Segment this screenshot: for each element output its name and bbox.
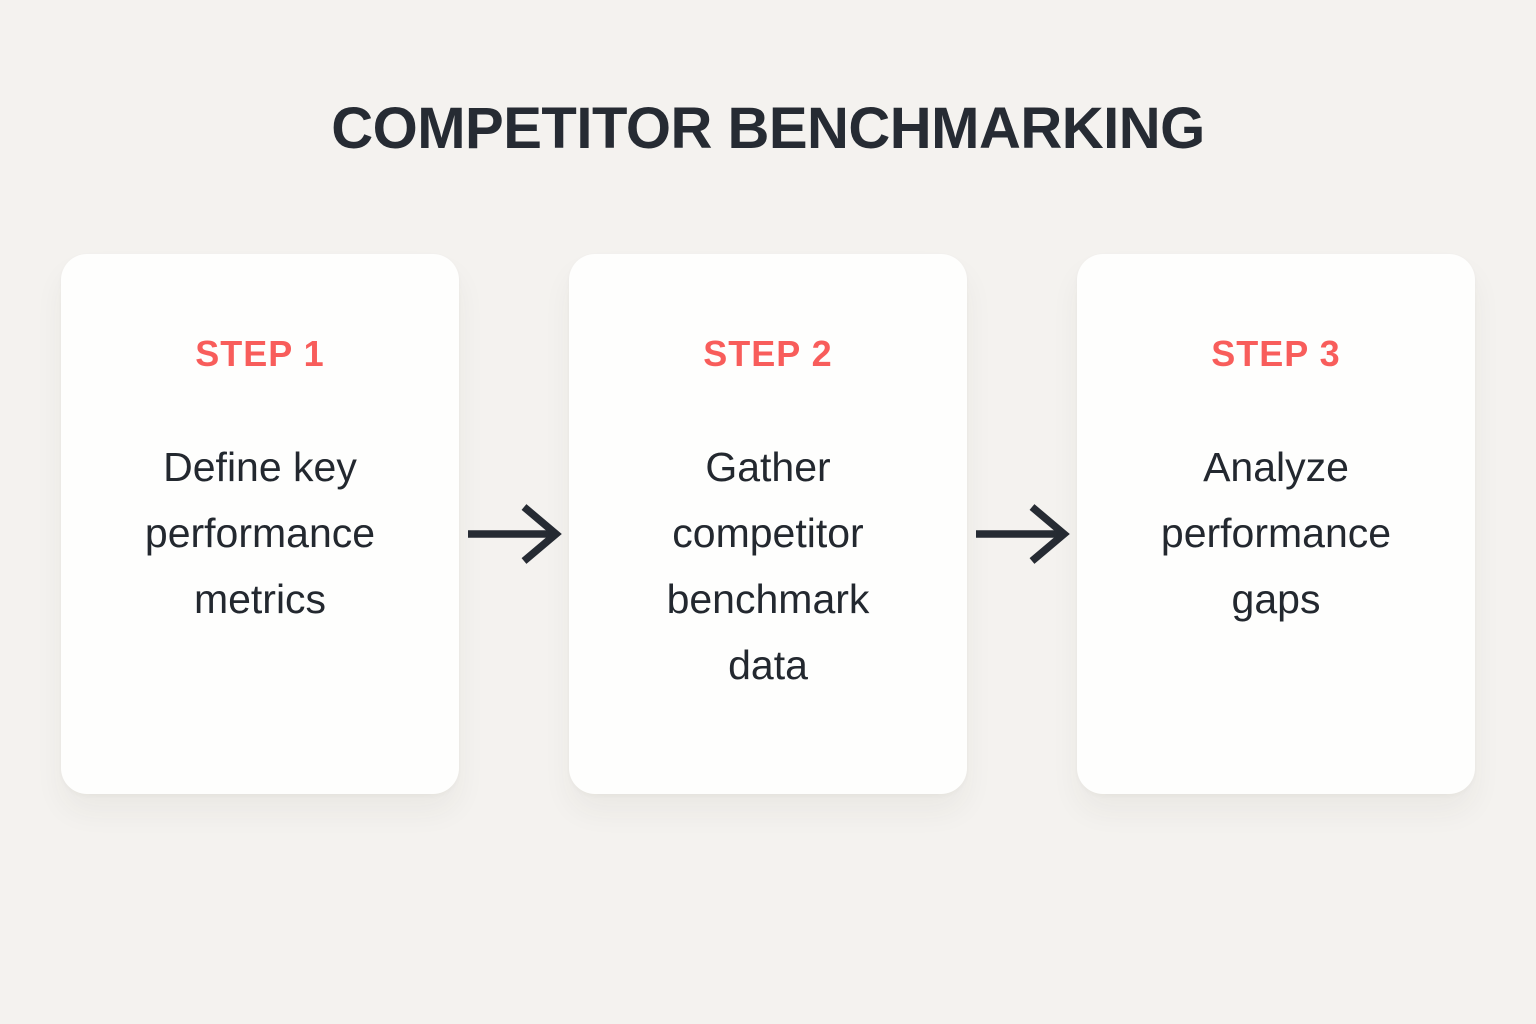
step-3-description: Analyze performance gaps (1160, 444, 1392, 622)
flow-arrow-1 (459, 500, 569, 564)
step-card-2: STEP 2 Gather competitor benchmark data (569, 254, 967, 794)
steps-flow: STEP 1 Define key performance metrics ST… (0, 254, 1536, 794)
right-arrow-icon (974, 500, 1070, 564)
step-card-1: STEP 1 Define key performance metrics (61, 254, 459, 794)
flow-arrow-2 (967, 500, 1077, 564)
step-2-description: Gather competitor benchmark data (666, 444, 870, 688)
step-3-label: STEP 3 (1211, 333, 1341, 374)
right-arrow-icon (466, 500, 562, 564)
step-2-label: STEP 2 (703, 333, 833, 374)
step-1-label: STEP 1 (195, 333, 325, 374)
step-card-3: STEP 3 Analyze performance gaps (1077, 254, 1475, 794)
page-title: COMPETITOR BENCHMARKING (331, 96, 1205, 161)
step-1-description: Define key performance metrics (144, 444, 376, 622)
